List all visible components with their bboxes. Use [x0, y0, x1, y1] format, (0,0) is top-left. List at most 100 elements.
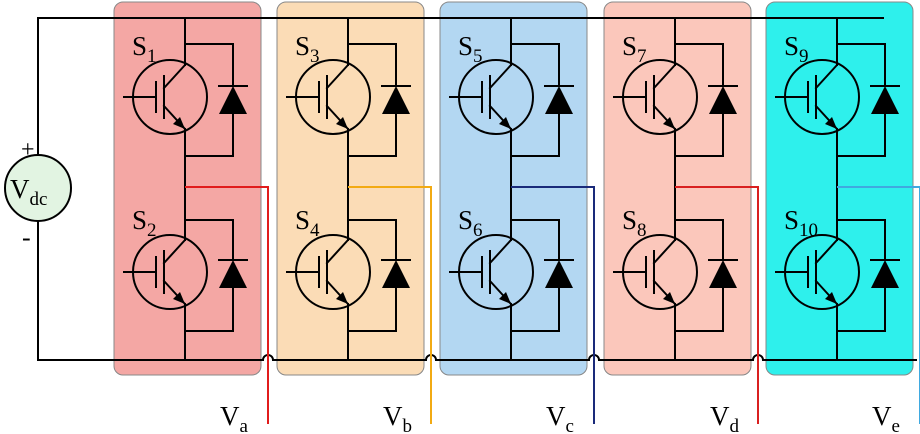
switch-label-lower-2: S4: [295, 205, 320, 241]
upper-igbt-4: [613, 36, 698, 135]
upper-diode-5: [870, 85, 900, 114]
dc-voltage-source: Vdc+-: [4, 17, 72, 361]
output-label-3-main: V: [546, 401, 566, 431]
collector-line: [162, 238, 187, 265]
collector-line: [652, 63, 677, 90]
switch-label-lower-5-subscript: 10: [799, 220, 818, 241]
switch-label-lower-5-main: S: [784, 205, 799, 235]
lower-diode-1: [218, 259, 248, 288]
emitter-arrow: [173, 117, 185, 129]
upper-igbt-1: [123, 36, 208, 135]
output-label-5-subscript: e: [892, 416, 900, 434]
lower-diode-4: [708, 259, 738, 288]
collector-line: [325, 238, 350, 265]
switch-label-lower-4-main: S: [622, 205, 637, 235]
switch-label-upper-2-main: S: [295, 31, 310, 61]
switch-label-upper-4-subscript: 7: [637, 46, 647, 67]
diode-triangle: [709, 86, 737, 114]
output-label-5-main: V: [872, 401, 892, 431]
emitter-arrow: [173, 292, 185, 304]
lower-diode-5: [870, 259, 900, 288]
source-circle: [4, 154, 72, 222]
diode-triangle: [871, 86, 899, 114]
switch-label-lower-2-subscript: 4: [310, 220, 320, 241]
diode-triangle: [219, 86, 247, 114]
switch-label-upper-2: S3: [295, 31, 320, 67]
switch-label-upper-5: S9: [784, 31, 809, 67]
emitter-arrow: [663, 117, 675, 129]
diode-triangle: [545, 86, 573, 114]
switch-label-upper-1-subscript: 1: [147, 46, 157, 67]
output-wire-3: [511, 186, 595, 424]
circuit-wiring: [37, 17, 917, 361]
output-label-1-main: V: [220, 401, 240, 431]
diode-triangle: [382, 86, 410, 114]
lower-igbt-3: [449, 211, 534, 310]
switch-label-upper-3-subscript: 5: [473, 46, 483, 67]
collector-line: [488, 238, 513, 265]
switch-label-lower-4: S8: [622, 205, 647, 241]
negative-dc-bus: [38, 354, 917, 361]
switch-label-upper-3-main: S: [458, 31, 473, 61]
emitter-arrow: [499, 117, 511, 129]
upper-igbt-2: [286, 36, 371, 135]
switch-label-upper-5-main: S: [784, 31, 799, 61]
upper-diode-4: [708, 85, 738, 114]
output-label-4: Vd: [710, 401, 740, 434]
upper-diode-3: [544, 85, 574, 114]
emitter-arrow: [825, 292, 837, 304]
collector-line: [814, 63, 839, 90]
emitter-arrow: [499, 292, 511, 304]
switch-label-upper-4: S7: [622, 31, 647, 67]
output-label-2: Vb: [383, 401, 412, 434]
output-label-5: Ve: [872, 401, 900, 434]
output-label-4-main: V: [710, 401, 730, 431]
switch-label-lower-3-subscript: 6: [473, 220, 483, 241]
output-label-3-subscript: c: [566, 416, 574, 434]
source-label-subscript: dc: [30, 189, 48, 210]
output-label-1: Va: [220, 401, 249, 434]
switch-label-lower-5: S10: [784, 205, 818, 241]
output-label-3: Vc: [546, 401, 574, 434]
source-label-main: V: [10, 174, 30, 204]
source-label: Vdc: [10, 174, 47, 210]
upper-igbt-5: [775, 36, 860, 135]
upper-diode-1: [218, 85, 248, 114]
switch-label-lower-3: S6: [458, 205, 483, 241]
diode-triangle: [871, 260, 899, 288]
emitter-arrow: [336, 292, 348, 304]
switch-label-lower-1-subscript: 2: [147, 220, 157, 241]
output-wire-4: [675, 186, 759, 424]
diode-triangle: [382, 260, 410, 288]
switch-label-upper-4-main: S: [622, 31, 637, 61]
emitter-arrow: [663, 292, 675, 304]
output-label-4-subscript: d: [730, 416, 740, 434]
output-label-2-main: V: [383, 401, 403, 431]
emitter-arrow: [336, 117, 348, 129]
lower-igbt-4: [613, 211, 698, 310]
diode-triangle: [545, 260, 573, 288]
lower-igbt-2: [286, 211, 371, 310]
upper-igbt-3: [449, 36, 534, 135]
diode-triangle: [219, 260, 247, 288]
diode-triangle: [709, 260, 737, 288]
collector-line: [488, 63, 513, 90]
lower-igbt-5: [775, 211, 860, 310]
switch-label-lower-1-main: S: [132, 205, 147, 235]
output-label-1-subscript: a: [240, 416, 249, 434]
lower-diode-2: [381, 259, 411, 288]
output-wire-1: [185, 186, 269, 424]
output-wire-5: [837, 186, 920, 424]
collector-line: [162, 63, 187, 90]
switch-label-upper-2-subscript: 3: [310, 46, 320, 67]
collector-line: [325, 63, 350, 90]
switch-label-lower-3-main: S: [458, 205, 473, 235]
collector-line: [814, 238, 839, 265]
emitter-arrow: [825, 117, 837, 129]
